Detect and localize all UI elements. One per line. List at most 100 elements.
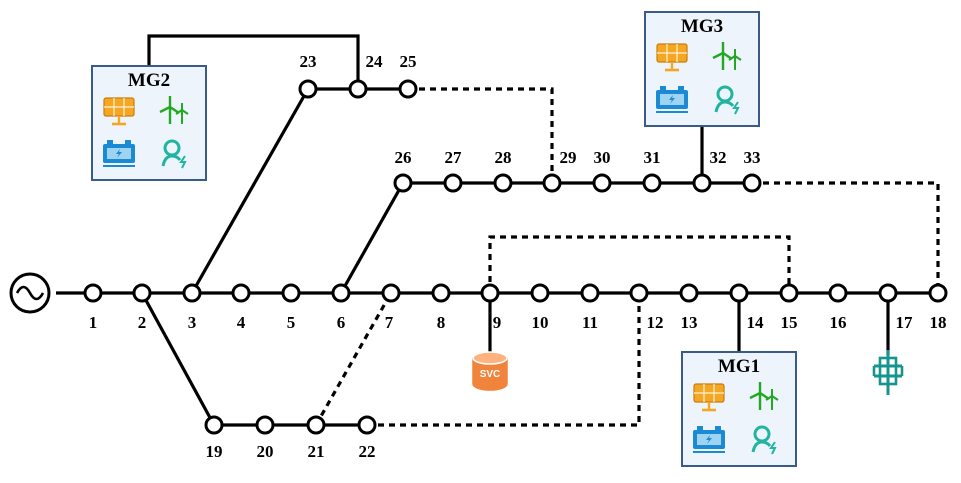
- bus-node-27: [443, 173, 463, 193]
- bus-node-10: [530, 283, 550, 303]
- bus-label-18: 18: [930, 313, 947, 332]
- bus-label-3: 3: [188, 313, 197, 332]
- bus-label-26: 26: [395, 148, 412, 167]
- branch-line-2-19: [140, 292, 216, 426]
- bus-label-30: 30: [594, 148, 611, 167]
- bus-label-24: 24: [366, 52, 384, 71]
- bus-node-18: [928, 283, 948, 303]
- bus-label-31: 31: [644, 148, 661, 167]
- battery-icon: [656, 86, 688, 113]
- bus-node-24: [348, 79, 368, 99]
- tie-line-25-29: [408, 87, 554, 183]
- bus-label-32: 32: [710, 148, 727, 167]
- ac-source-icon: [9, 272, 51, 314]
- bus-label-25: 25: [400, 52, 417, 71]
- bus-label-7: 7: [385, 313, 394, 332]
- tie-line-21-7: [314, 292, 393, 426]
- bus-node-5: [281, 283, 301, 303]
- bus-label-16: 16: [830, 313, 847, 332]
- bus-label-17: 17: [896, 313, 914, 332]
- bus-node-6: [331, 283, 351, 303]
- bus-node-12: [629, 283, 649, 303]
- wind-turbine-icon: [749, 382, 779, 410]
- bus-label-10: 10: [532, 313, 549, 332]
- mg2-connection-line: [147, 34, 360, 89]
- bus-node-30: [592, 173, 612, 193]
- ev-charger-icon: [714, 85, 740, 115]
- bus-label-29: 29: [560, 148, 577, 167]
- bus-node-14: [729, 283, 749, 303]
- bus-label-22: 22: [359, 442, 376, 461]
- bus-node-32: [692, 173, 712, 193]
- bus-label-8: 8: [437, 313, 446, 332]
- transformer-icon: [872, 350, 904, 395]
- bus-label-14: 14: [747, 313, 765, 332]
- solar-panel-icon: [693, 383, 725, 412]
- network-devices: SVC: [9, 272, 904, 395]
- bus-label-4: 4: [237, 313, 246, 332]
- branch-line-3-23: [190, 88, 310, 294]
- wind-turbine-icon: [712, 42, 742, 70]
- bus-node-2: [132, 283, 152, 303]
- bus-node-4: [231, 283, 251, 303]
- bus-node-16: [828, 283, 848, 303]
- mg1-title: MG1: [718, 356, 760, 377]
- bus-node-1: [83, 283, 103, 303]
- bus-node-15: [779, 283, 799, 303]
- mg3-title: MG3: [681, 16, 723, 37]
- svc-icon: SVC: [472, 351, 508, 391]
- tie-line-9-15: [488, 235, 791, 293]
- svc-label: SVC: [480, 369, 501, 380]
- ev-charger-icon: [751, 425, 777, 455]
- bus-node-33: [742, 173, 762, 193]
- bus-label-13: 13: [681, 313, 698, 332]
- bus-label-19: 19: [206, 442, 223, 461]
- bus-label-5: 5: [287, 313, 296, 332]
- solar-panel-icon: [656, 43, 688, 72]
- bus-label-20: 20: [257, 442, 274, 461]
- bus-label-1: 1: [89, 313, 98, 332]
- bus-node-22: [357, 415, 377, 435]
- solar-panel-icon: [103, 97, 135, 126]
- bus-node-25: [398, 79, 418, 99]
- bus-node-28: [493, 173, 513, 193]
- ev-charger-icon: [161, 139, 187, 169]
- bus-label-12: 12: [647, 313, 664, 332]
- bus-nodes: [83, 79, 948, 435]
- bus-label-23: 23: [300, 52, 317, 71]
- bus-label-11: 11: [582, 313, 598, 332]
- mg2-box: MG2: [91, 65, 207, 181]
- bus-node-8: [431, 283, 451, 303]
- bus-node-7: [381, 283, 401, 303]
- bus-node-31: [642, 173, 662, 193]
- bus-node-23: [298, 79, 318, 99]
- bus-label-2: 2: [138, 313, 147, 332]
- mg3-box: MG3: [644, 11, 760, 127]
- bus-node-9: [480, 283, 500, 303]
- battery-icon: [693, 426, 725, 453]
- bus-node-19: [204, 415, 224, 435]
- bus-label-33: 33: [744, 148, 761, 167]
- bus-label-21: 21: [308, 442, 325, 461]
- tie-line-22-12: [367, 293, 641, 427]
- battery-icon: [103, 140, 135, 167]
- bus-label-9: 9: [493, 313, 502, 332]
- bus-label-27: 27: [445, 148, 463, 167]
- bus-node-13: [679, 283, 699, 303]
- bus-label-28: 28: [495, 148, 512, 167]
- wind-turbine-icon: [159, 96, 189, 124]
- bus-node-26: [393, 173, 413, 193]
- bus-node-20: [255, 415, 275, 435]
- bus-node-17: [878, 283, 898, 303]
- bus-node-3: [182, 283, 202, 303]
- mg2-title: MG2: [128, 70, 170, 91]
- bus-node-11: [580, 283, 600, 303]
- bus-node-29: [542, 173, 562, 193]
- branch-line-6-26: [339, 182, 405, 294]
- mg1-box: MG1: [681, 351, 797, 467]
- bus-label-6: 6: [337, 313, 346, 332]
- bus-label-15: 15: [781, 313, 798, 332]
